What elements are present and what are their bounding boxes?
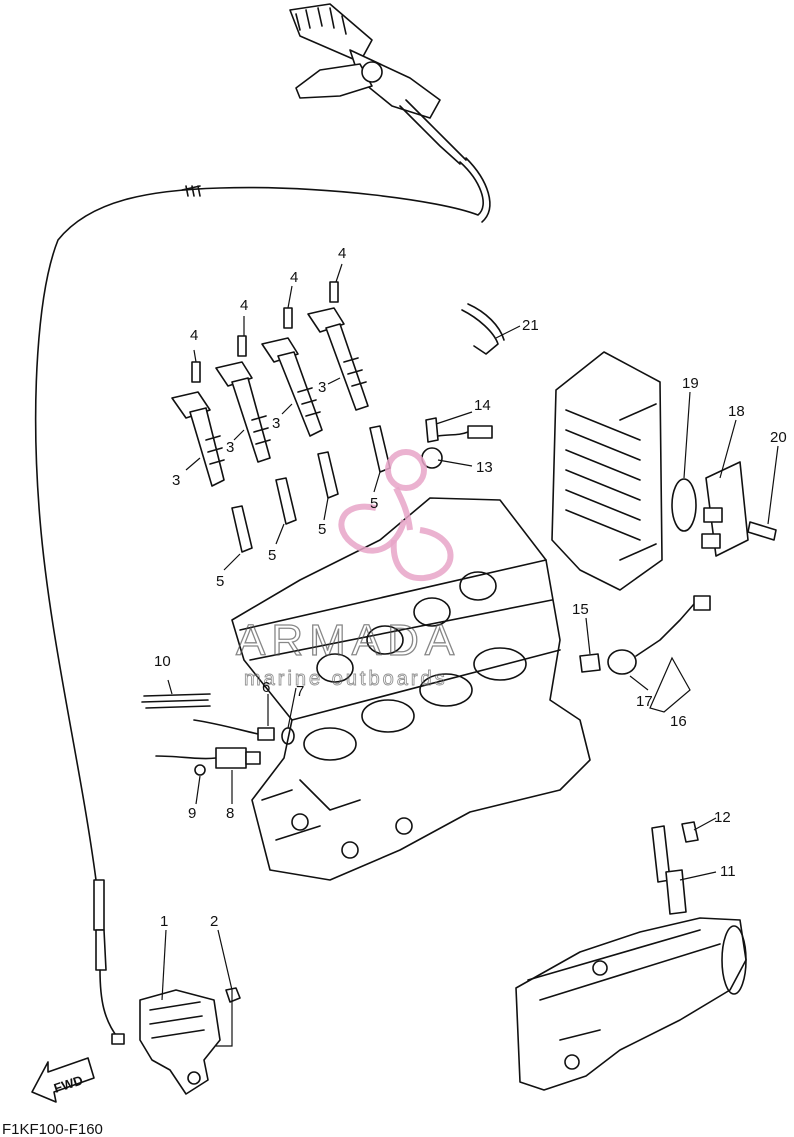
exhaust-manifold — [515, 917, 747, 1091]
ecu-unit — [551, 351, 663, 591]
spring-10 — [141, 693, 211, 709]
ignition-coil-3 — [261, 337, 323, 437]
callout-21: 21 — [522, 317, 539, 334]
callout-15: 15 — [572, 601, 589, 618]
nut-2 — [225, 987, 241, 1003]
callout-5: 5 — [318, 521, 326, 538]
watermark-brand: ARMADA — [236, 616, 460, 665]
callout-3: 3 — [272, 415, 280, 432]
throttle-body-1 — [139, 989, 221, 1095]
ignition-coil-2 — [215, 361, 271, 463]
ignition-coil-1 — [171, 391, 225, 487]
callout-12: 12 — [714, 809, 731, 826]
fwd-arrow: FWD — [31, 1057, 95, 1103]
callout-10: 10 — [154, 653, 171, 670]
leader-lines — [161, 263, 779, 1047]
bolt-20 — [747, 521, 777, 541]
callout-4: 4 — [190, 327, 198, 344]
sensor-16-17 — [607, 595, 711, 675]
ignition-coil-4 — [307, 307, 369, 411]
callout-2: 2 — [210, 913, 218, 930]
diagram-code: F1KF100-F160 — [2, 1121, 103, 1137]
callout-4: 4 — [338, 245, 346, 262]
callout-labels: 1 2 3 3 3 3 4 4 4 4 5 5 5 5 6 7 8 9 10 1… — [154, 245, 787, 930]
callout-9: 9 — [188, 805, 196, 822]
sensor-15 — [579, 653, 601, 673]
callout-16: 16 — [670, 713, 687, 730]
engine-block — [231, 497, 591, 881]
callout-8: 8 — [226, 805, 234, 822]
callout-6: 6 — [262, 679, 270, 696]
watermark: ARMADA marine outboards — [235, 449, 460, 690]
callout-5: 5 — [268, 547, 276, 564]
callout-18: 18 — [728, 403, 745, 420]
spark-plugs — [231, 425, 391, 553]
clip-21 — [461, 303, 505, 355]
callout-4: 4 — [290, 269, 298, 286]
callout-3: 3 — [172, 472, 180, 489]
watermark-tagline: marine outboards — [244, 668, 448, 690]
bolt-9 — [194, 764, 206, 776]
sensor-8 — [155, 747, 261, 769]
seal-19 — [671, 478, 697, 532]
callout-4: 4 — [240, 297, 248, 314]
callout-17: 17 — [636, 693, 653, 710]
watermark-logo — [338, 449, 454, 582]
sensor-6 — [193, 719, 275, 741]
callout-5: 5 — [370, 495, 378, 512]
callout-5: 5 — [216, 573, 224, 590]
callout-3: 3 — [226, 439, 234, 456]
coil-bolts — [191, 281, 339, 383]
callout-3: 3 — [318, 379, 326, 396]
callout-11: 11 — [720, 863, 736, 880]
sensor-18 — [701, 461, 749, 557]
callout-19: 19 — [682, 375, 699, 392]
throttle-cable — [34, 157, 491, 1045]
callout-1: 1 — [160, 913, 168, 930]
throttle-grip — [289, 3, 467, 165]
callout-13: 13 — [476, 459, 493, 476]
callout-14: 14 — [474, 397, 491, 414]
sensor-11-12 — [651, 821, 699, 915]
callout-20: 20 — [770, 429, 787, 446]
callout-7: 7 — [296, 683, 304, 700]
